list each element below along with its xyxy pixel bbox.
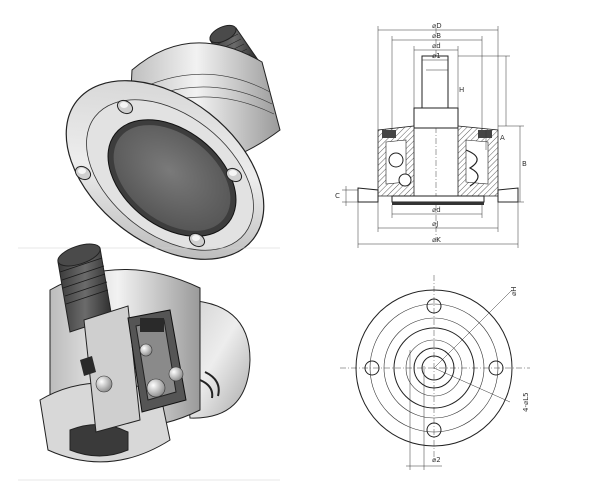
dim-overall-B: B: [522, 160, 527, 168]
isometric-hub-view: [65, 24, 281, 260]
plan-bore: [421, 355, 447, 381]
cutaway-hub-view: [18, 243, 280, 481]
dim-bore: ⌀d: [432, 206, 441, 214]
plan-hole-label: ⌀H: [510, 287, 518, 296]
plan-bolt-circle-label: 4-⌀L5: [522, 392, 530, 412]
dim-1: ⌀1: [432, 52, 441, 60]
plan-view: ⌀H 4-⌀L5 ⌀2: [340, 275, 530, 470]
dim-C: C: [335, 192, 340, 200]
flange-outline: [355, 289, 513, 447]
plan-bolt-holes: [364, 298, 504, 438]
dim-B: ⌀B: [432, 32, 441, 40]
dim-d: ⌀d: [432, 42, 441, 50]
dim-H: H: [459, 86, 464, 94]
section-view: ⌀D ⌀B ⌀d ⌀1 H A B C ⌀d ⌀J ⌀K: [335, 22, 527, 248]
dim-J: ⌀J: [432, 220, 438, 228]
dim-A: A: [500, 134, 505, 142]
dim-D: ⌀D: [432, 22, 442, 30]
bearing-balls: [95, 343, 184, 398]
section-dimension-labels: ⌀D ⌀B ⌀d ⌀1 H A B C ⌀d ⌀J ⌀K: [335, 22, 527, 244]
dim-K: ⌀K: [432, 236, 441, 244]
plan-hub-label: ⌀2: [432, 456, 441, 464]
